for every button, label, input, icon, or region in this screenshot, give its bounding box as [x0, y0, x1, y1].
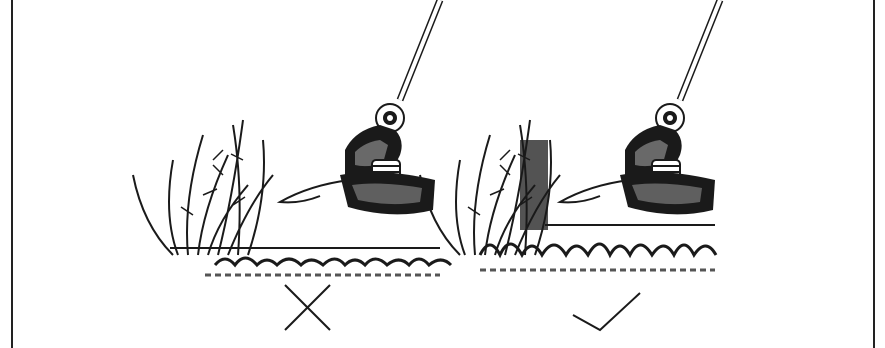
check-mark-icon: [573, 293, 640, 330]
incorrect-scene: [133, 0, 451, 330]
ground-left: [170, 248, 451, 275]
trimmer-left: [280, 0, 440, 214]
dense-grass-patch: [520, 140, 548, 230]
cross-mark-icon: [285, 285, 330, 330]
trimmer-right: [560, 0, 720, 214]
correct-scene: [420, 0, 720, 330]
tall-grass-left: [133, 120, 273, 255]
ground-right: [480, 225, 716, 270]
